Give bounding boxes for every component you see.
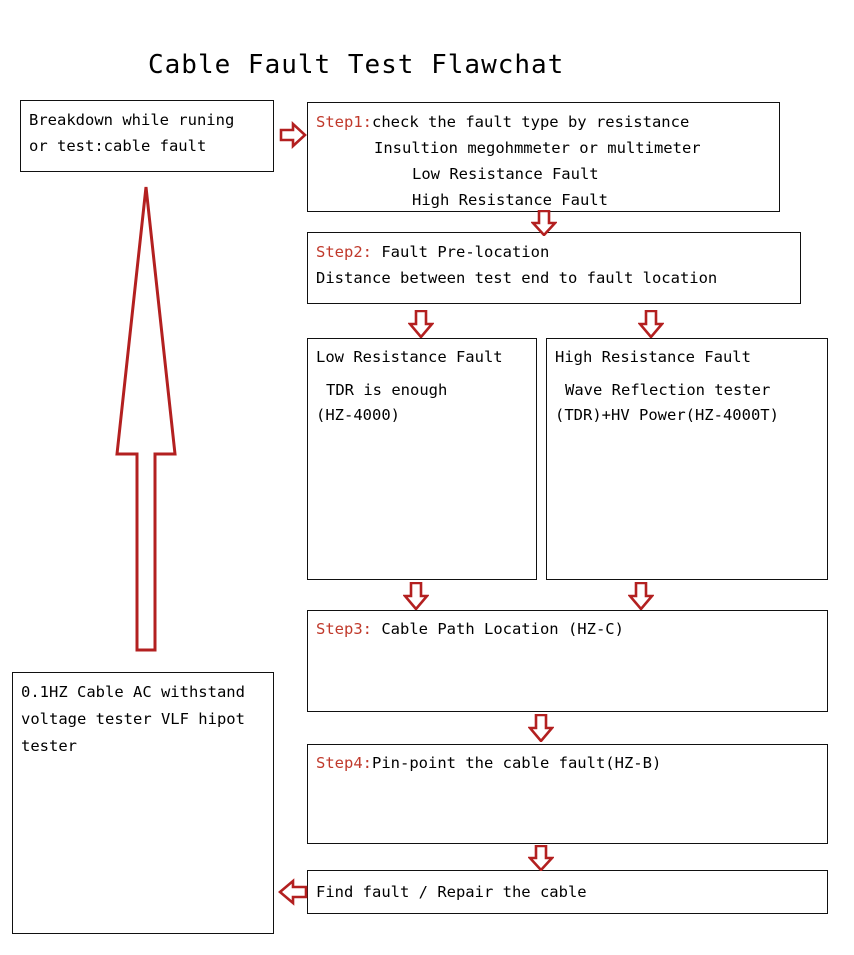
box-vlf-line-3: tester bbox=[21, 737, 77, 755]
box-high-resistance-line-3: (TDR)+HV Power(HZ-4000T) bbox=[555, 406, 779, 424]
arrow-vlf-to-breakdown bbox=[113, 184, 179, 654]
box-low-resistance-fault[interactable]: Low Resistance Fault TDR is enough (HZ-4… bbox=[307, 338, 537, 580]
box-step1-line-2: Insultion megohmmeter or multimeter bbox=[374, 139, 701, 157]
box-step4-line-1: Step4:Pin-point the cable fault(HZ-B) bbox=[316, 751, 819, 775]
arrow-step1-to-step2 bbox=[531, 210, 557, 236]
box-step1-text-1: check the fault type by resistance bbox=[372, 113, 690, 131]
box-step1[interactable]: Step1:check the fault type by resistance… bbox=[307, 102, 780, 212]
box-vlf-line-1: 0.1HZ Cable AC withstand bbox=[21, 683, 245, 701]
step3-label: Step3: bbox=[316, 620, 372, 638]
box-step3[interactable]: Step3: Cable Path Location (HZ-C) bbox=[307, 610, 828, 712]
step4-label: Step4: bbox=[316, 754, 372, 772]
box-high-resistance-fault[interactable]: High Resistance Fault Wave Reflection te… bbox=[546, 338, 828, 580]
box-vlf-hipot-tester[interactable]: 0.1HZ Cable AC withstand voltage tester … bbox=[12, 672, 274, 934]
box-step2-line-2: Distance between test end to fault locat… bbox=[316, 269, 718, 287]
box-step2-text-1: Fault Pre-location bbox=[372, 243, 550, 261]
step2-label: Step2: bbox=[316, 243, 372, 261]
box-step3-line-1: Step3: Cable Path Location (HZ-C) bbox=[316, 617, 819, 641]
arrow-step2-to-high-resistance bbox=[638, 310, 664, 338]
arrow-low-resistance-to-step3 bbox=[403, 582, 429, 610]
box-breakdown-line-1: Breakdown while runing bbox=[29, 111, 235, 129]
box-step4[interactable]: Step4:Pin-point the cable fault(HZ-B) bbox=[307, 744, 828, 844]
box-step1-line-3: Low Resistance Fault bbox=[412, 165, 599, 183]
box-breakdown-line-2: or test:cable fault bbox=[29, 137, 207, 155]
box-step3-text-1: Cable Path Location (HZ-C) bbox=[372, 620, 624, 638]
box-low-resistance-title: Low Resistance Fault bbox=[316, 348, 503, 366]
arrow-step2-to-low-resistance bbox=[408, 310, 434, 338]
box-low-resistance-line-3: (HZ-4000) bbox=[316, 406, 400, 424]
arrow-step4-to-final bbox=[528, 845, 554, 871]
arrow-high-resistance-to-step3 bbox=[628, 582, 654, 610]
arrow-final-to-vlf bbox=[278, 878, 308, 906]
page-title: Cable Fault Test Flawchat bbox=[148, 50, 565, 80]
arrow-breakdown-to-step1 bbox=[279, 121, 307, 149]
step1-label: Step1: bbox=[316, 113, 372, 131]
box-step2-line-1: Step2: Fault Pre-location bbox=[316, 239, 792, 265]
box-step1-line-1: Step1:check the fault type by resistance bbox=[316, 109, 771, 135]
box-find-fault-repair[interactable]: Find fault / Repair the cable bbox=[307, 870, 828, 914]
box-high-resistance-line-2: Wave Reflection tester bbox=[565, 381, 771, 399]
box-high-resistance-title: High Resistance Fault bbox=[555, 348, 751, 366]
box-vlf-line-2: voltage tester VLF hipot bbox=[21, 710, 245, 728]
box-low-resistance-line-2: TDR is enough bbox=[326, 381, 448, 399]
box-step1-line-4: High Resistance Fault bbox=[412, 191, 608, 209]
arrow-step3-to-step4 bbox=[528, 714, 554, 742]
box-final-line-1: Find fault / Repair the cable bbox=[316, 883, 587, 901]
box-step2[interactable]: Step2: Fault Pre-location Distance betwe… bbox=[307, 232, 801, 304]
box-step4-text-1: Pin-point the cable fault(HZ-B) bbox=[372, 754, 662, 772]
box-breakdown-while-running[interactable]: Breakdown while runing or test:cable fau… bbox=[20, 100, 274, 172]
